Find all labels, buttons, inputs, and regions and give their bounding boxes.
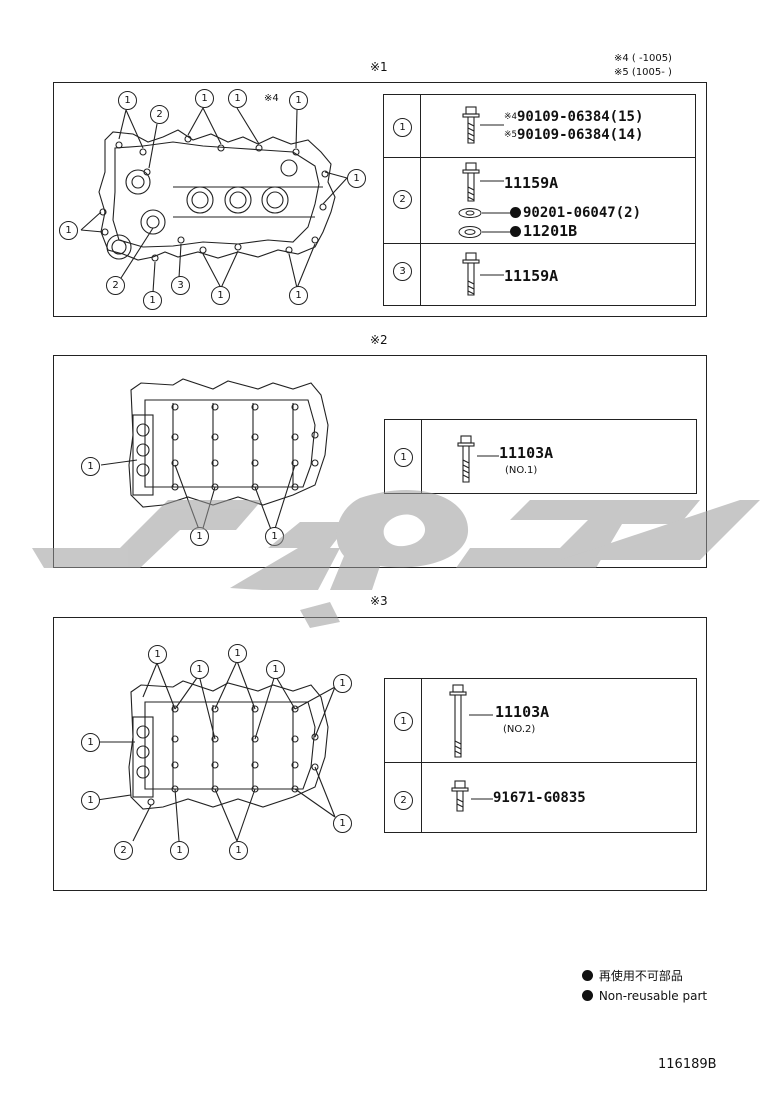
part-number: 11103A: [495, 703, 550, 721]
part-number: 11159A: [504, 174, 559, 192]
section-1-label: ※1: [370, 60, 388, 74]
callout-1: 1: [148, 645, 167, 664]
callout-1: 1: [118, 91, 137, 110]
row-index-1: 1: [394, 448, 413, 467]
flange-bolt-icon: [462, 106, 480, 144]
callout-1: 1: [81, 457, 100, 476]
section-2-parts-table: 1 11103A (NO.1): [384, 419, 697, 494]
callout-1: 1: [333, 814, 352, 833]
non-reusable-icon: [510, 207, 521, 218]
callout-1: 1: [190, 660, 209, 679]
row-index-1: 1: [394, 712, 413, 731]
part-number: ※490109-06384(15): [504, 109, 644, 125]
part-number: 11159A: [504, 267, 559, 285]
callout-1: 1: [229, 841, 248, 860]
section-3-parts-table: 1 11103A (NO.2) 2 91671-G0835: [384, 678, 697, 833]
washer-icon: [458, 208, 482, 218]
callout-1: 1: [59, 221, 78, 240]
callout-1: 1: [211, 286, 230, 305]
flange-bolt-icon: [451, 780, 469, 812]
flange-bolt-icon: [462, 252, 480, 296]
section-2-label: ※2: [370, 333, 388, 347]
non-reusable-icon: [582, 990, 593, 1001]
section-1-frame: [53, 82, 707, 317]
row-index-2: 2: [394, 791, 413, 810]
row-index-2: 2: [393, 190, 412, 209]
callout-1: 1: [289, 91, 308, 110]
section-1-parts-table: 1 ※490109-06384(15) ※590109-06384(14) 2 …: [383, 94, 696, 306]
long-head-bolt-icon: [449, 684, 467, 758]
callout-2: 2: [150, 105, 169, 124]
callout-1: 1: [81, 791, 100, 810]
callout-3: 3: [171, 276, 190, 295]
section-2-frame: [53, 355, 707, 568]
part-number: ※590109-06384(14): [504, 127, 644, 143]
callout-1: 1: [333, 674, 352, 693]
cylinder-head-cover-drawing: [80, 107, 348, 293]
callout-1: 1: [347, 169, 366, 188]
callout-2: 2: [106, 276, 125, 295]
note-4-marker: ※4: [264, 93, 279, 104]
part-number: 11201B: [510, 222, 577, 240]
callout-1: 1: [266, 660, 285, 679]
head-bolt-icon: [457, 435, 475, 483]
section-3-frame: [53, 617, 707, 891]
flange-bolt-icon: [462, 162, 480, 202]
seal-washer-icon: [458, 226, 482, 238]
legend-jp: 再使用不可部品: [582, 966, 707, 986]
callout-1: 1: [143, 291, 162, 310]
part-number: 11103A: [499, 444, 554, 462]
non-reusable-icon: [510, 226, 521, 237]
non-reusable-legend: 再使用不可部品 Non-reusable part: [582, 966, 707, 1006]
callout-1: 1: [195, 89, 214, 108]
note-5: ※5 (1005- ): [614, 67, 672, 78]
callout-1: 1: [228, 89, 247, 108]
cylinder-block-drawing-lower: [96, 660, 336, 842]
row-index-3: 3: [393, 262, 412, 281]
figure-number: 116189B: [658, 1057, 717, 1072]
part-note: (NO.1): [505, 465, 538, 476]
note-4: ※4 ( -1005): [614, 53, 672, 64]
cylinder-block-drawing-upper: [100, 378, 329, 536]
callout-2: 2: [114, 841, 133, 860]
part-number: 91671-G0835: [493, 790, 586, 806]
part-note: (NO.2): [503, 724, 536, 735]
non-reusable-icon: [582, 970, 593, 981]
callout-1: 1: [228, 644, 247, 663]
model-notes: ※4 ( -1005) ※5 (1005- ): [614, 52, 672, 80]
row-index-1: 1: [393, 118, 412, 137]
callout-1: 1: [170, 841, 189, 860]
callout-1: 1: [81, 733, 100, 752]
part-number: 90201-06047(2): [510, 205, 641, 221]
callout-1: 1: [289, 286, 308, 305]
legend-en: Non-reusable part: [582, 986, 707, 1006]
section-3-label: ※3: [370, 594, 388, 608]
